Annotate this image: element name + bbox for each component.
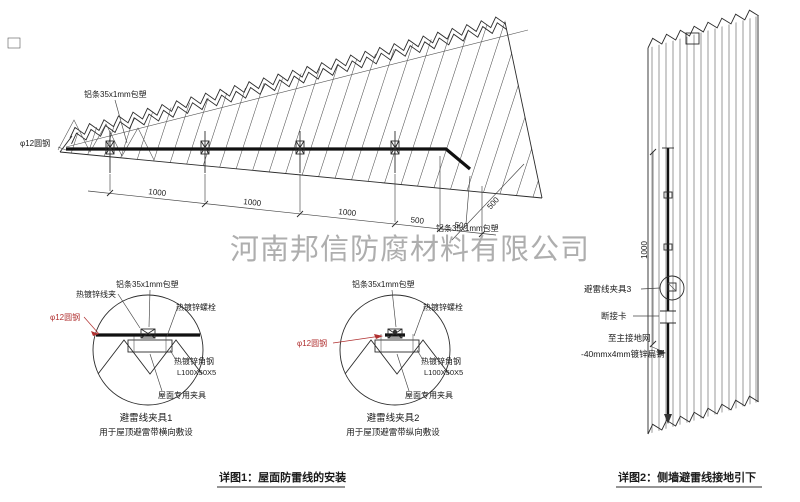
dim-1000-c: 1000 xyxy=(338,207,357,218)
arrowhead xyxy=(657,349,666,355)
caption-detail2: 详图2：侧墙避雷线接地引下 xyxy=(618,470,756,484)
bolts xyxy=(380,334,414,352)
clamp3-hatch xyxy=(667,282,677,292)
wall-top-profile xyxy=(645,7,760,49)
leader-line xyxy=(413,305,426,337)
label-angle-spec: L100X50X5 xyxy=(424,368,463,377)
leader-line xyxy=(640,287,661,290)
label-angle-steel: 热镀锌角钢 xyxy=(421,356,461,366)
leader-line xyxy=(149,353,163,392)
roof-right-edge xyxy=(504,21,543,199)
leader-line xyxy=(117,293,141,329)
label-aluminum-strip-right: 铝条35x1mm包塑 xyxy=(436,223,499,233)
label-aluminum-strip: 铝条35x1mm包塑 xyxy=(352,279,415,289)
leader-line xyxy=(332,335,382,344)
dim-500-slope: 500 xyxy=(485,195,501,211)
clamp3-body xyxy=(667,282,677,292)
dim-1000-a: 1000 xyxy=(148,187,167,198)
watermark-text: 河南邦信防腐材料有限公司 xyxy=(230,233,590,266)
label-angle-steel: 热镀锌角钢 xyxy=(174,356,214,366)
corrugation-section xyxy=(97,339,203,375)
corrugation-section xyxy=(344,339,450,375)
leader-line xyxy=(465,175,471,225)
leader-line xyxy=(83,316,100,335)
label-angle-spec: L100X50X5 xyxy=(177,368,216,377)
angle-steel-bracket xyxy=(374,339,420,353)
roof-left-edge xyxy=(59,135,73,153)
roof-corrugation-profile xyxy=(68,16,508,145)
wire-clip-hatch xyxy=(140,328,156,339)
label-to-ground: 至主接地网 xyxy=(608,333,651,343)
label-bolt: 热镀锌螺栓 xyxy=(176,302,216,312)
dim-1000-b: 1000 xyxy=(243,197,262,208)
label-roof-clamp: 屋面专用夹具 xyxy=(158,390,206,400)
roof-bottom-edge xyxy=(59,151,543,199)
bolts xyxy=(133,334,167,352)
label-round-steel-red: φ12圆钢 xyxy=(50,312,80,322)
detail1-title: 避雷线夹具1 xyxy=(120,412,173,424)
dimension-chain: 1000 1000 1000 500 500 500 xyxy=(87,156,525,241)
clamp3-detail-circle xyxy=(659,275,685,301)
caption-detail1: 详图1：屋面防雷线的安装 xyxy=(219,470,346,484)
leader-line xyxy=(148,289,151,328)
leader-line xyxy=(57,146,67,151)
label-clamp3: 避雷线夹具3 xyxy=(584,284,632,294)
label-wire-clip: 热镀锌线夹 xyxy=(76,289,116,299)
label-bolt: 热镀锌螺栓 xyxy=(423,302,463,312)
conductor-clamp-tick xyxy=(663,191,673,199)
dim-500-b: 500 xyxy=(454,220,469,230)
leader-line xyxy=(169,349,177,361)
wall-corrugation-lines xyxy=(651,16,757,434)
wire-clamp-2 xyxy=(200,130,210,174)
roof-ridge-lines xyxy=(60,20,542,198)
angle-steel-bracket xyxy=(127,339,173,353)
disconnect-joint xyxy=(660,310,676,324)
detail-circle-1 xyxy=(92,294,204,406)
dim-500-a: 500 xyxy=(410,215,425,225)
label-round-steel: φ12圆钢 xyxy=(20,138,50,148)
label-flat-steel: -40mmx4mm镀锌扁钢 xyxy=(581,349,665,359)
lightning-wire xyxy=(66,147,472,171)
leader-line xyxy=(166,305,179,337)
detail1-subtitle: 用于屋顶避雷带横向敷设 xyxy=(99,427,193,437)
wall-view: 1000 避雷线夹具3 断接卡 至主接地网 -40mmx4mm镀锌扁钢 xyxy=(581,7,760,435)
label-round-steel-red: φ12圆钢 xyxy=(297,338,327,348)
detail-view-1: 热镀锌线夹 铝条35x1mm包塑 热镀锌螺栓 φ12圆钢 热镀锌角钢 L100X… xyxy=(50,279,216,437)
label-disconnect: 断接卡 xyxy=(601,311,627,321)
grid-mark-wall xyxy=(685,32,700,45)
wire-clip xyxy=(140,328,156,339)
dimension-line xyxy=(87,190,497,236)
leader-line xyxy=(396,353,410,392)
extension-lines xyxy=(109,156,483,233)
conductor-clamp-tick xyxy=(663,243,673,251)
leader-line xyxy=(391,289,397,328)
wall-bottom-profile xyxy=(645,393,760,435)
label-aluminum-strip: 铝条35x1mm包塑 xyxy=(116,279,179,289)
label-aluminum-strip-top: 铝条35x1mm包塑 xyxy=(84,89,147,99)
detail2-subtitle: 用于屋顶避雷带纵向敷设 xyxy=(346,427,440,437)
roof-lap-line xyxy=(65,29,529,148)
captions: 详图1：屋面防雷线的安装 详图2：侧墙避雷线接地引下 xyxy=(217,470,762,488)
arrowhead xyxy=(91,331,99,336)
wire-clip xyxy=(387,328,403,339)
arrowhead xyxy=(374,334,383,339)
leader-line xyxy=(114,99,128,144)
grid-mark-left xyxy=(7,37,21,49)
wall-dim-1000: 1000 xyxy=(640,241,649,259)
wall-side-edges xyxy=(647,16,759,434)
slope-dimension-line xyxy=(451,163,525,241)
wire-clamp-4 xyxy=(390,130,400,174)
dimension-ticks xyxy=(106,189,486,238)
conductor-arrow-down xyxy=(664,414,672,424)
wall-dimension-ticks xyxy=(649,148,657,348)
roof-left-profile-teeth xyxy=(57,119,155,161)
detail-circle-2 xyxy=(339,294,451,406)
leader-line xyxy=(416,349,424,361)
label-roof-clamp: 屋面专用夹具 xyxy=(405,390,453,400)
detail2-title: 避雷线夹具2 xyxy=(367,412,420,424)
detail-view-2: 铝条35x1mm包塑 热镀锌螺栓 φ12圆钢 热镀锌角钢 L100X50X5 屋… xyxy=(297,279,463,437)
wire-clip-hatch xyxy=(387,328,403,339)
